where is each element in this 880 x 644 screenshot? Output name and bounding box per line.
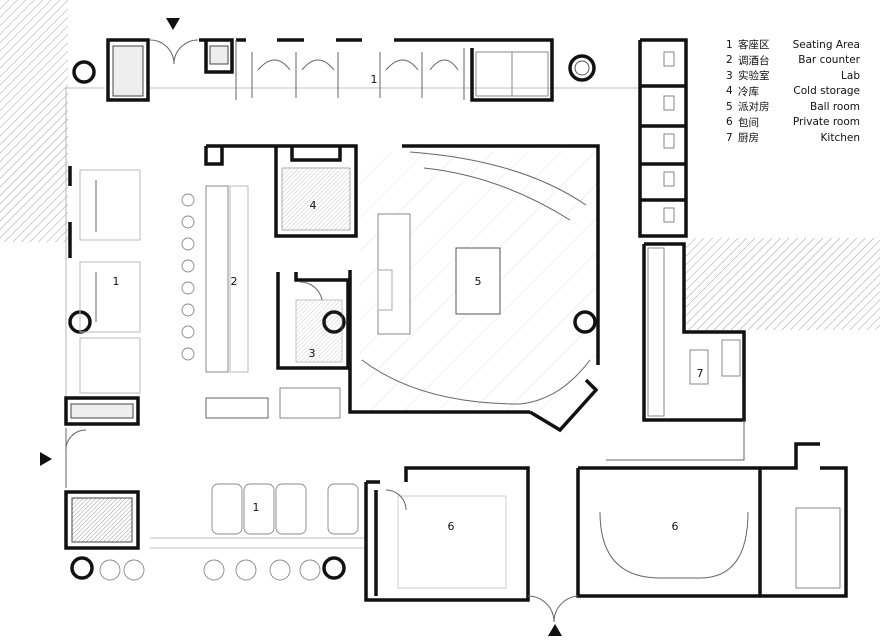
- legend-number: 3: [726, 69, 733, 82]
- ball-room-walls: [348, 144, 600, 433]
- legend-number: 7: [726, 131, 733, 144]
- legend-number: 2: [726, 54, 733, 67]
- legend-number: 1: [726, 38, 733, 51]
- private-room-left: [364, 466, 530, 602]
- restrooms: [638, 38, 688, 238]
- legend-zh-label: 实验室: [738, 70, 770, 83]
- legend: 1 客座区 Seating Area 2 调酒台 Bar counter 3 实验室 Lab…: [726, 37, 860, 146]
- room-label-private-right: 6: [672, 520, 679, 533]
- column: [322, 556, 346, 580]
- legend-zh-label: 冷库: [738, 85, 759, 98]
- legend-zh-label: 调酒台: [738, 54, 770, 67]
- legend-en-label: Lab: [841, 69, 860, 82]
- room-label-private-left: 6: [448, 520, 455, 533]
- column: [573, 310, 597, 334]
- entrance-arrow-bottom: [548, 624, 562, 636]
- legend-zh-label: 派对房: [738, 101, 770, 114]
- column: [568, 54, 596, 82]
- legend-number: 6: [726, 116, 733, 129]
- column: [72, 60, 96, 84]
- room-label-lab: 3: [309, 347, 316, 360]
- column: [70, 556, 94, 580]
- room-label-kitchen: 7: [697, 367, 704, 380]
- legend-en-label: Ball room: [810, 100, 860, 113]
- legend-row: 5 派对房 Ball room: [726, 99, 860, 115]
- bar-counter: [181, 185, 341, 419]
- entrance-arrow-top: [166, 18, 180, 30]
- entrance-door-top: [149, 39, 199, 65]
- legend-zh-label: 厨房: [738, 132, 759, 145]
- legend-row: 4 冷库 Cold storage: [726, 84, 860, 100]
- legend-row: 7 厨房 Kitchen: [726, 130, 860, 146]
- room-label-seating-bottom: 1: [253, 501, 260, 514]
- lab: [276, 272, 350, 370]
- bottom-seating: [99, 483, 359, 581]
- legend-row: 6 包间 Private room: [726, 115, 860, 131]
- legend-en-label: Private room: [792, 116, 860, 129]
- room-label-seating-top: 1: [371, 73, 378, 86]
- legend-en-label: Kitchen: [820, 131, 860, 144]
- legend-zh-label: 包间: [738, 116, 759, 129]
- legend-row: 3 实验室 Lab: [726, 68, 860, 84]
- legend-row: 2 调酒台 Bar counter: [726, 53, 860, 69]
- entrance-arrow-left: [40, 452, 52, 466]
- private-room-right: [576, 442, 848, 598]
- left-seating-walls: [64, 166, 141, 550]
- cold-storage: [204, 144, 358, 238]
- room-label-seating-left: 1: [113, 275, 120, 288]
- entrance-door-bottom: [527, 595, 579, 623]
- top-seating-walls: [106, 38, 554, 102]
- legend-en-label: Cold storage: [793, 85, 860, 98]
- legend-en-label: Seating Area: [792, 38, 860, 51]
- room-label-ball-room: 5: [475, 275, 482, 288]
- room-label-cold-storage: 4: [310, 199, 317, 212]
- room-label-bar: 2: [231, 275, 238, 288]
- legend-number: 5: [726, 100, 733, 113]
- kitchen: [606, 242, 746, 461]
- legend-en-label: Bar counter: [798, 54, 860, 67]
- legend-number: 4: [726, 85, 733, 98]
- hatched-exterior-left: [0, 0, 68, 242]
- legend-row: 1 客座区 Seating Area: [726, 37, 860, 53]
- legend-zh-label: 客座区: [738, 39, 770, 52]
- hatched-exterior-right: [686, 238, 880, 330]
